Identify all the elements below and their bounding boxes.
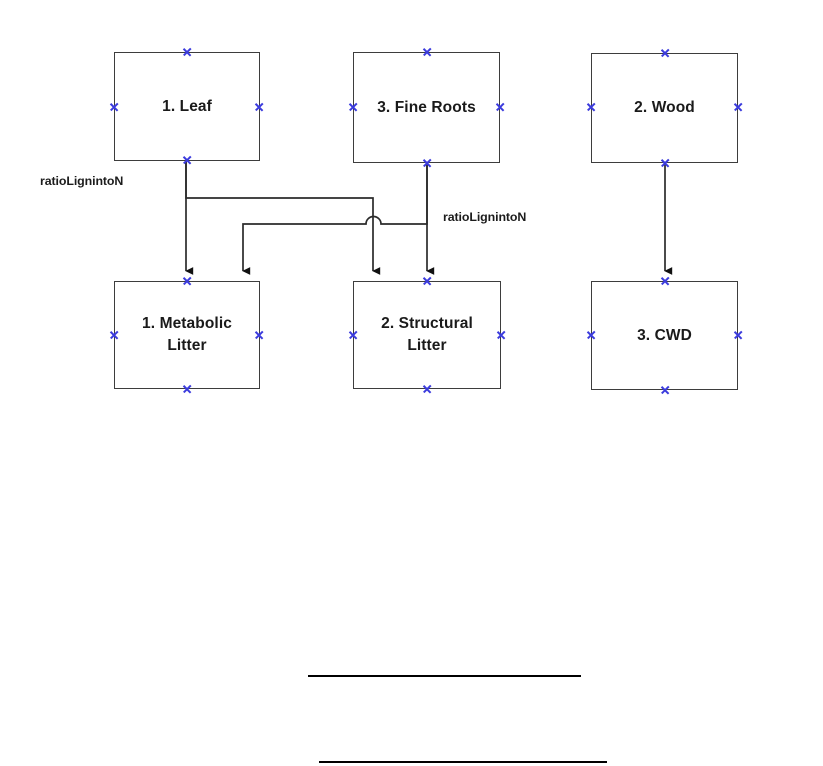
handle-fine-roots-right[interactable] [496, 103, 505, 112]
edge-label-leaf-ratio[interactable]: ratioLignintoN [40, 174, 124, 188]
handle-metabolic-litter-right[interactable] [255, 331, 264, 340]
node-wood-label: 2. Wood [634, 99, 695, 116]
rule-upper [308, 675, 581, 677]
node-cwd[interactable]: 3. CWD [591, 281, 738, 390]
node-cwd-label: 3. CWD [637, 326, 692, 344]
handle-metabolic-litter-left[interactable] [110, 331, 119, 340]
handle-structural-litter-bottom[interactable] [423, 385, 432, 394]
handle-metabolic-litter-bottom[interactable] [183, 385, 192, 394]
handle-wood-left[interactable] [587, 103, 596, 112]
handle-structural-litter-right[interactable] [497, 331, 506, 340]
handle-cwd-bottom[interactable] [661, 386, 670, 395]
node-structural-litter-label: 2. Structural Litter [381, 315, 473, 354]
handle-leaf-right[interactable] [255, 103, 264, 112]
handle-structural-litter-top[interactable] [423, 277, 432, 286]
handle-wood-bottom[interactable] [661, 159, 670, 168]
node-structural-litter[interactable]: 2. Structural Litter [353, 281, 501, 389]
node-metabolic-litter[interactable]: 1. Metabolic Litter [114, 281, 260, 389]
node-wood[interactable]: 2. Wood [591, 53, 738, 163]
handle-cwd-top[interactable] [661, 277, 670, 286]
handle-leaf-top[interactable] [183, 48, 192, 57]
handle-leaf-left[interactable] [110, 103, 119, 112]
handle-structural-litter-left[interactable] [349, 331, 358, 340]
node-fine-roots[interactable]: 3. Fine Roots [353, 52, 500, 163]
node-fine-roots-label: 3. Fine Roots [377, 98, 476, 116]
rule-lower [319, 761, 607, 763]
handle-cwd-right[interactable] [734, 331, 743, 340]
edge-fineroots-to-metabolic [242, 163, 428, 275]
handle-wood-top[interactable] [661, 49, 670, 58]
handle-wood-right[interactable] [734, 103, 743, 112]
node-leaf-label: 1. Leaf [162, 97, 212, 115]
node-metabolic-litter-label: 1. Metabolic Litter [142, 315, 232, 354]
edge-leaf-to-structural [185, 160, 381, 275]
handle-fine-roots-top[interactable] [423, 48, 432, 57]
handle-fine-roots-left[interactable] [349, 103, 358, 112]
handle-fine-roots-bottom[interactable] [423, 159, 432, 168]
node-leaf[interactable]: 1. Leaf [114, 52, 260, 161]
edge-label-fineroots-ratio[interactable]: ratioLignintoN [443, 210, 527, 224]
handle-cwd-left[interactable] [587, 331, 596, 340]
handle-leaf-bottom[interactable] [183, 156, 192, 165]
handle-metabolic-litter-top[interactable] [183, 277, 192, 286]
